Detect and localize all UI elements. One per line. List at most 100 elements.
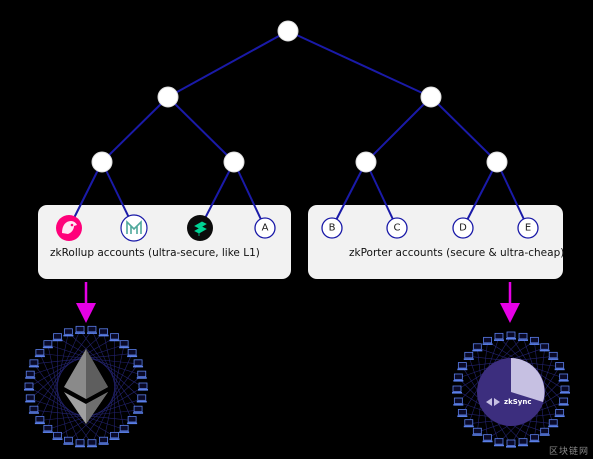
- laptop-icon: [554, 409, 565, 418]
- laptop-icon: [472, 427, 483, 436]
- tree-node: [157, 86, 179, 108]
- tree-node: [420, 86, 442, 108]
- network-link: [103, 332, 125, 430]
- laptop-icon: [558, 397, 569, 406]
- laptop-icon: [453, 397, 464, 406]
- network-link: [91, 330, 133, 421]
- laptop-icon: [28, 359, 39, 368]
- laptop-icon: [529, 336, 540, 345]
- laptop-icon: [63, 328, 74, 337]
- laptop-icon: [34, 349, 45, 358]
- laptop-icon: [28, 405, 39, 414]
- laptop-icon: [109, 333, 120, 342]
- laptop-icon: [136, 394, 147, 403]
- network-link: [33, 330, 93, 411]
- leaf-node-d: D: [452, 217, 474, 239]
- laptop-icon: [42, 340, 53, 349]
- tree-edge: [233, 161, 266, 229]
- laptop-icon: [506, 439, 516, 448]
- laptop-icon: [548, 351, 559, 360]
- tree-node: [223, 151, 245, 173]
- laptop-icon: [548, 419, 559, 428]
- tree-edge: [462, 161, 498, 229]
- leaf-node-a: A: [254, 217, 276, 239]
- tree-edge: [287, 30, 432, 98]
- leaf-letter-c: C: [394, 223, 401, 234]
- zkporter-accounts-panel: [308, 205, 563, 279]
- network-link: [91, 353, 133, 444]
- laptop-icon: [109, 431, 120, 440]
- laptop-icon: [42, 424, 53, 433]
- leaf-letter-a: A: [262, 223, 269, 234]
- tree-edge: [101, 96, 169, 163]
- leaf-letter-d: D: [459, 223, 467, 234]
- tree-internal-nodes: [91, 20, 508, 173]
- laptop-icon: [457, 362, 468, 371]
- laptop-icon: [463, 419, 474, 428]
- zkrollup-accounts-label: zkRollup accounts (ultra-secure, like L1…: [50, 247, 260, 259]
- laptop-icon: [463, 351, 474, 360]
- network-link: [57, 386, 144, 437]
- laptop-icon: [482, 434, 493, 443]
- leaf-node-b: B: [321, 217, 343, 239]
- laptop-icon: [482, 336, 493, 345]
- laptop-icon: [539, 427, 550, 436]
- network-link: [28, 337, 115, 388]
- network-link: [47, 344, 69, 442]
- tree-node: [91, 151, 113, 173]
- tree-edge: [496, 161, 529, 229]
- watermark: 区块链网: [548, 447, 589, 457]
- network-link: [28, 386, 115, 437]
- laptop-icon: [52, 333, 63, 342]
- network-link: [79, 330, 139, 411]
- network-link: [47, 344, 142, 376]
- network-link: [57, 337, 144, 388]
- tree-edge: [365, 161, 398, 229]
- network-link: [47, 332, 69, 430]
- laptop-icon: [119, 340, 130, 349]
- network-link: [39, 353, 81, 444]
- network-link: [30, 398, 125, 430]
- laptop-icon: [558, 373, 569, 382]
- laptop-icon: [34, 416, 45, 425]
- laptop-icon: [127, 349, 138, 358]
- tree-edge: [167, 96, 235, 163]
- tree-node: [277, 20, 299, 42]
- uniswap-icon: [56, 215, 82, 241]
- laptop-icon: [75, 325, 86, 334]
- laptop-icon: [86, 325, 97, 334]
- network-link: [30, 332, 104, 400]
- compound-icon: [187, 215, 213, 241]
- laptop-icon: [127, 416, 138, 425]
- tree-edge: [430, 96, 498, 163]
- leaf-letter-b: B: [329, 223, 336, 234]
- ethereum-node-network: [24, 325, 148, 448]
- zksync-label: zkSync: [504, 398, 531, 406]
- network-link: [103, 344, 125, 442]
- network-link: [39, 330, 81, 421]
- tree-edge: [167, 30, 289, 98]
- laptop-icon: [98, 328, 109, 337]
- laptop-icon: [554, 362, 565, 371]
- zkporter-accounts-label: zkPorter accounts (secure & ultra-cheap): [349, 247, 565, 259]
- network-link: [68, 374, 142, 442]
- network-link: [79, 363, 139, 444]
- laptop-icon: [529, 434, 540, 443]
- laptop-icon: [133, 359, 144, 368]
- laptop-icon: [119, 424, 130, 433]
- tree-edges: [68, 30, 529, 229]
- laptop-icon: [493, 332, 504, 341]
- laptop-icon: [506, 331, 516, 340]
- leaf-node-c: C: [386, 217, 408, 239]
- network-link: [30, 344, 125, 376]
- laptop-icon: [24, 382, 34, 391]
- laptop-icon: [452, 385, 462, 394]
- laptop-icon: [75, 439, 86, 448]
- laptop-icon: [493, 438, 504, 447]
- laptop-icon: [136, 370, 147, 379]
- tree-node: [355, 151, 377, 173]
- laptop-icon: [86, 439, 97, 448]
- maker-m-icon: [120, 214, 148, 242]
